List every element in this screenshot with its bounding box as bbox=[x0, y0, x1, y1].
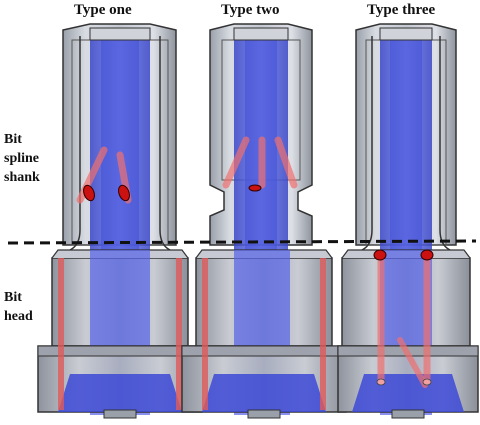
label-shank-line-3: shank bbox=[4, 170, 40, 185]
bit-type-three bbox=[337, 23, 479, 419]
label-head-line-1: Bit bbox=[4, 290, 22, 305]
label-head-line-2: head bbox=[4, 309, 33, 324]
title-type-one: Type one bbox=[74, 2, 132, 18]
shank-head-boundary-line bbox=[7, 239, 477, 245]
label-shank-line-2: spline bbox=[4, 151, 40, 166]
title-type-two: Type two bbox=[221, 2, 280, 18]
title-type-three: Type three bbox=[367, 2, 436, 18]
label-bit-head: Bit head bbox=[4, 288, 33, 326]
bit-type-one bbox=[37, 23, 203, 419]
bit-type-two bbox=[181, 23, 347, 419]
label-shank-line-1: Bit bbox=[4, 132, 22, 147]
label-bit-spline-shank: Bit spline shank bbox=[4, 130, 40, 187]
